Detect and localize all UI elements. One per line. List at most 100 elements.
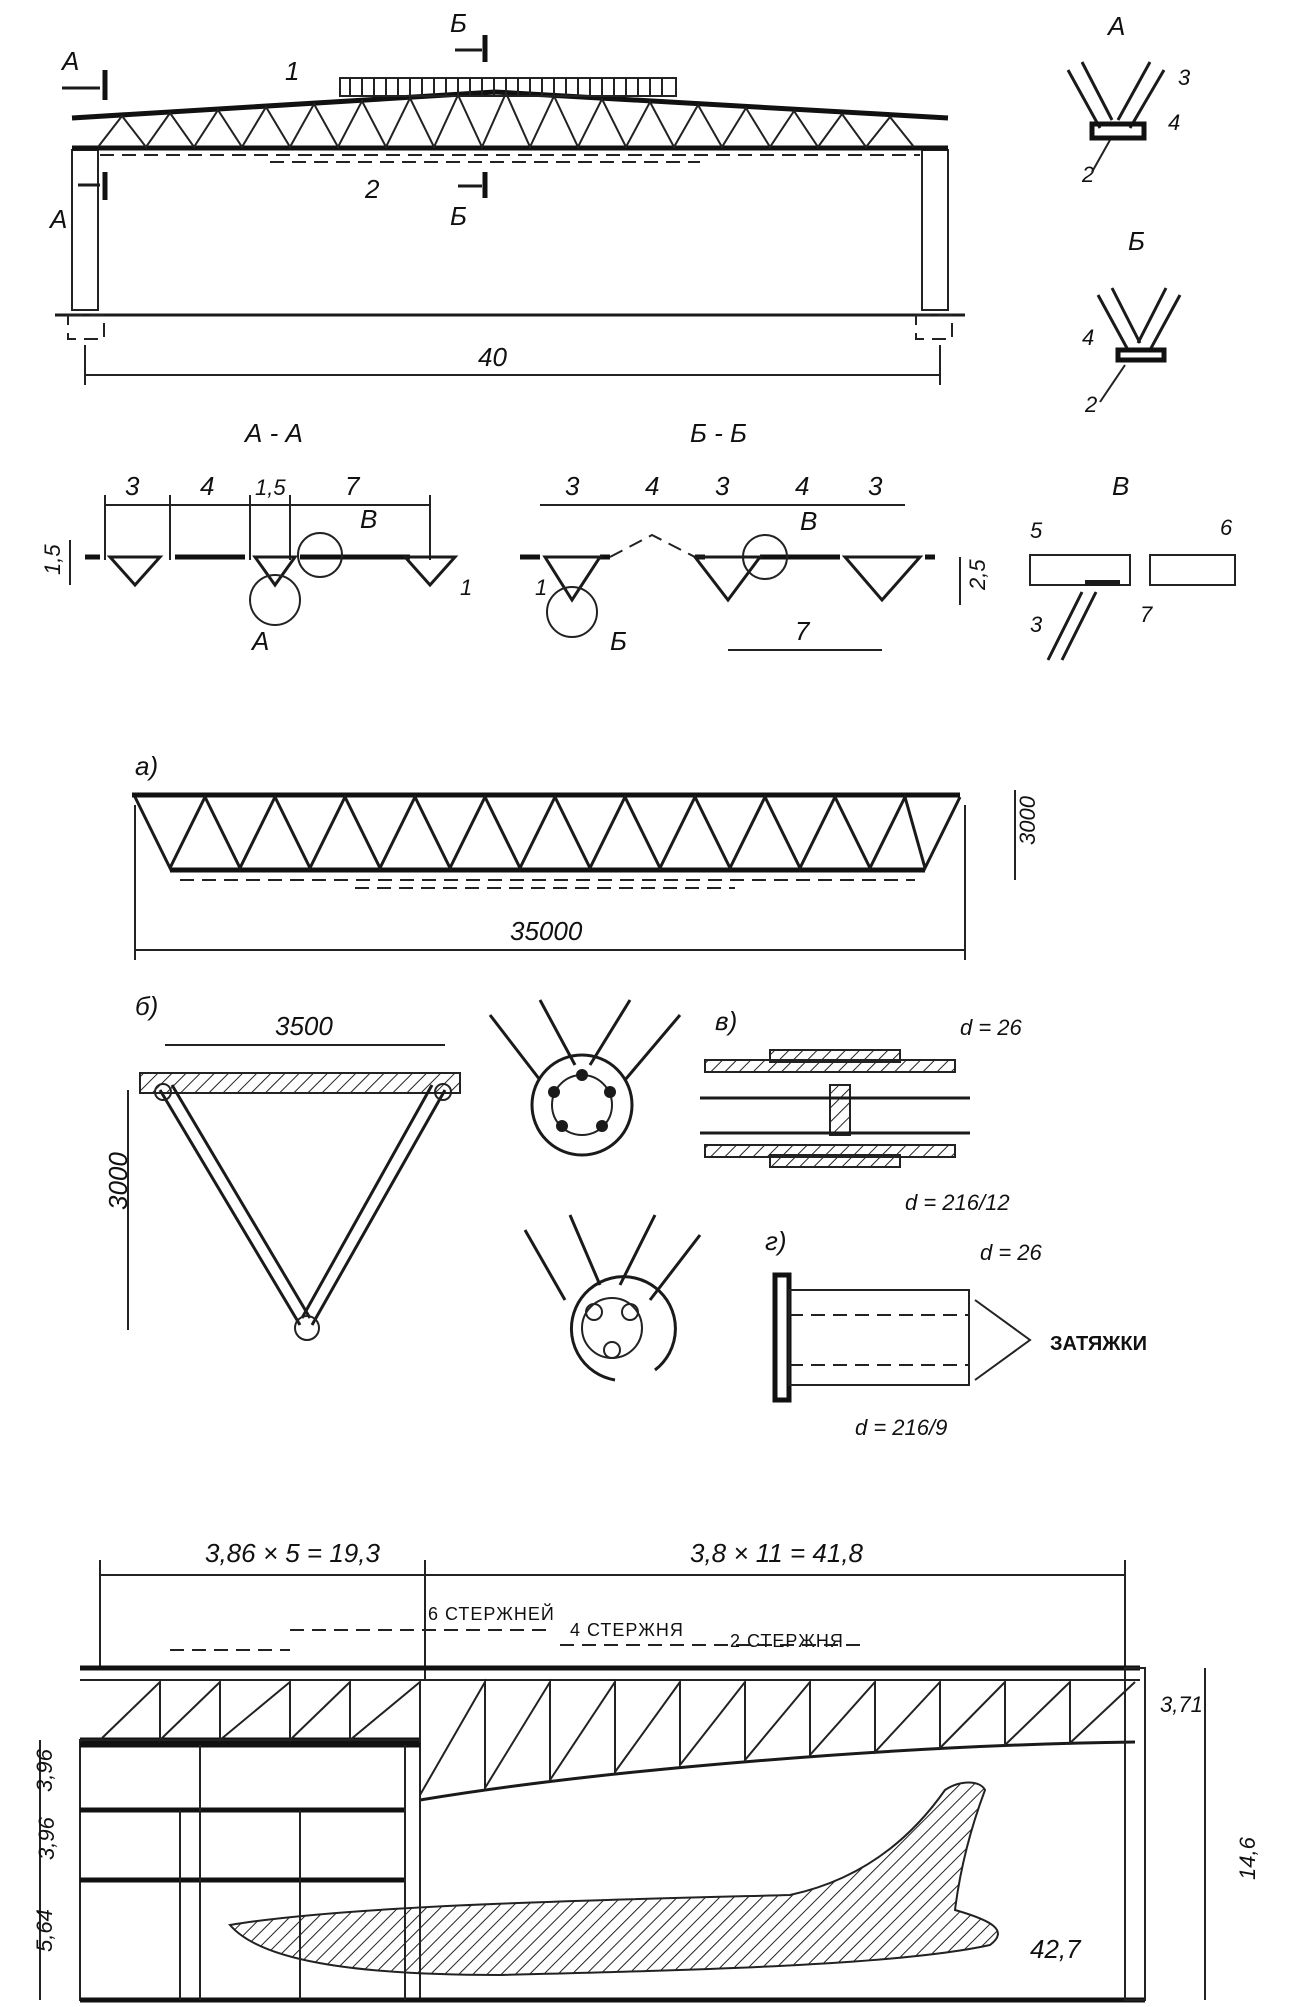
section-bb-callout-b: Б [610, 626, 627, 656]
section-aa-truss-3 [401, 555, 459, 588]
anchor-d26: d = 26 [980, 1240, 1043, 1265]
section-aa-dim-2: 4 [200, 471, 214, 501]
triangle-left-leg [158, 1084, 312, 1326]
detail-v-plate [1085, 580, 1120, 586]
figure2v-joint: в) d = 26 d = 216/12 [700, 1006, 1023, 1215]
detail-b-n4: 4 [1082, 325, 1094, 350]
anchor-plate [772, 1272, 792, 1403]
rods-2-label: 2 СТЕРЖНЯ [730, 1631, 844, 1651]
section-mark-b2-label: Б [450, 201, 467, 231]
section-bb-title: Б - Б [690, 418, 747, 448]
section-bb-truss-2 [691, 555, 763, 603]
detail-a-n3: 3 [1178, 65, 1191, 90]
section-bb-span: 7 [795, 616, 811, 646]
section-bb-ridge [609, 533, 696, 558]
joint-v-top-sleeve [769, 1049, 901, 1063]
triangle-width: 3500 [275, 1011, 333, 1041]
triangle-node-bottom [294, 1315, 320, 1341]
section-bb-dim-1: 3 [565, 471, 580, 501]
node2-brace-left [523, 1214, 602, 1301]
section-aa-label-1: 1 [460, 575, 472, 600]
joint-v-plate [829, 1084, 851, 1136]
label-2: 2 [364, 174, 380, 204]
detail-v-n7: 7 [1140, 602, 1153, 627]
skylight [339, 77, 677, 97]
fig2-label-a: а) [135, 751, 158, 781]
node1-bolt-1 [576, 1069, 588, 1081]
detail-v-slab-right [1149, 554, 1236, 586]
detail-v-n5: 5 [1030, 518, 1043, 543]
detail-v-n6: 6 [1220, 515, 1233, 540]
fig2-label-b: б) [135, 991, 158, 1021]
detail-v: В 5 6 7 3 [1029, 471, 1236, 661]
detail-b-brace-right [1136, 287, 1182, 351]
section-aa-callout-v: В [360, 504, 377, 534]
detail-v-title: В [1112, 471, 1129, 501]
anchor-ties-label: ЗАТЯЖКИ [1050, 1333, 1147, 1355]
fig3-h-floor1: 3,96 [32, 1748, 57, 1792]
fig3-h-truss: 3,71 [1160, 1692, 1203, 1717]
figure2g-anchor: г) d = 26 ЗАТЯЖКИ d = 216/9 [765, 1226, 1147, 1440]
detail-a-brace-right [1116, 61, 1166, 129]
label-1: 1 [285, 56, 299, 86]
detail-a-n4: 4 [1168, 110, 1180, 135]
detail-b-brace-left [1096, 287, 1142, 351]
detail-v-brace [1046, 591, 1098, 661]
anchor-arrow [974, 1299, 1032, 1381]
bay-left-label: 3,86 × 5 = 19,3 [205, 1538, 380, 1568]
joint-v-d216: d = 216/12 [905, 1190, 1010, 1215]
section-aa-truss-2 [252, 555, 298, 588]
figure2a-truss: а) 35000 3000 [132, 751, 1040, 960]
right-column [921, 149, 949, 311]
detail-a-plate [1089, 121, 1147, 141]
fig3-h-floor3: 5,64 [32, 1909, 57, 1952]
skylight-ribs [349, 78, 663, 96]
node2-bolt-1 [585, 1303, 603, 1321]
node1-brace-right [588, 999, 682, 1081]
fig3-h-floor2: 3,96 [34, 1816, 59, 1860]
section-aa-callout-a-circle [249, 574, 301, 626]
triangle-node-right [434, 1083, 452, 1101]
left-column [71, 149, 99, 311]
node2-ring [569, 1275, 677, 1382]
section-aa: А - А 3 4 1,5 7 А В 1 1,5 [40, 418, 472, 656]
section-bb-label-1: 1 [535, 575, 547, 600]
detail-b: Б 4 2 [1082, 226, 1182, 417]
fig3-truss-bottom-curve [419, 1740, 1136, 1802]
node1-brace-left [488, 999, 577, 1081]
triangle-right-leg [300, 1084, 447, 1326]
section-aa-dim-1: 3 [125, 471, 140, 501]
joint-v-d26: d = 26 [960, 1015, 1023, 1040]
section-bb-callout-v-circle [742, 534, 788, 580]
figure3-building: 3,86 × 5 = 19,3 3,8 × 11 = 41,8 6 СТЕРЖН… [32, 1538, 1260, 2003]
figure2b-triangle: б) 3500 3000 [103, 991, 461, 1341]
section-aa-truss-1 [106, 555, 164, 588]
bay-right-label: 3,8 × 11 = 41,8 [690, 1538, 864, 1568]
figure2-nodes [488, 999, 702, 1382]
node1-bolt-3 [596, 1120, 608, 1132]
truss-a-span: 35000 [510, 916, 583, 946]
rods-dashed [170, 1629, 860, 1651]
detail-a-brace-left [1066, 61, 1114, 129]
section-bb-callout-v: В [800, 506, 817, 536]
section-aa-title: А - А [243, 418, 303, 448]
anchor-body [788, 1289, 970, 1386]
section-aa-dim-3: 1,5 [255, 475, 286, 500]
aircraft-silhouette [228, 1781, 999, 1977]
fig2-label-g: г) [765, 1226, 786, 1256]
section-mark-a-label: А [60, 46, 79, 76]
section-bb-dim-4: 4 [795, 471, 809, 501]
anchor-d216: d = 216/9 [855, 1415, 947, 1440]
section-mark-a2-label: А [48, 204, 67, 234]
right-footing [915, 314, 953, 340]
figure1-hangar-section: А А Б Б 1 2 40 [48, 8, 965, 385]
node2-inner [581, 1297, 643, 1359]
node1-bolt-2 [604, 1086, 616, 1098]
joint-v-rods [700, 1096, 970, 1135]
aircraft-dim: 42,7 [1030, 1934, 1082, 1964]
fig3-h-main: 14,6 [1235, 1836, 1260, 1880]
joint-v-bottom-sleeve [769, 1154, 901, 1168]
detail-a-leader [1091, 139, 1111, 173]
detail-b-leader [1099, 364, 1126, 403]
